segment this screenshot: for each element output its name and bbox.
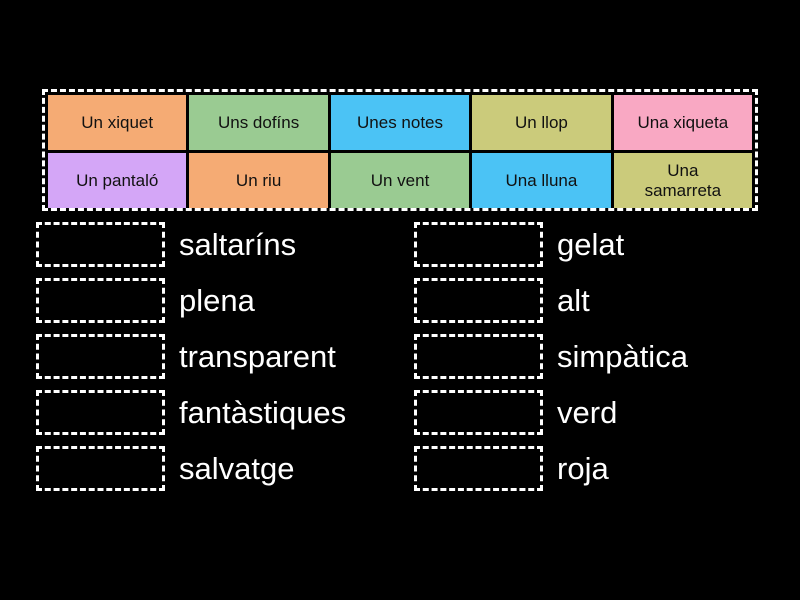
answer-word: simpàtica: [557, 339, 688, 374]
word-tile[interactable]: Unes notes: [330, 95, 470, 150]
word-bank-row-1: Un xiquet Uns dofíns Unes notes Un llop …: [48, 95, 753, 150]
word-tile[interactable]: Un riu: [189, 153, 328, 208]
answer-row: roja: [414, 446, 800, 491]
word-tile[interactable]: Un vent: [330, 153, 470, 208]
word-tile[interactable]: Un xiquet: [48, 95, 187, 150]
answer-row: salvatge: [36, 446, 426, 491]
answer-word: transparent: [179, 339, 336, 374]
drop-zone[interactable]: [36, 390, 165, 435]
word-tile[interactable]: Un llop: [472, 95, 611, 150]
drop-zone[interactable]: [36, 334, 165, 379]
word-bank-row-2: Un pantaló Un riu Un vent Una lluna Una …: [48, 153, 753, 208]
answer-row: alt: [414, 278, 800, 323]
answer-word: plena: [179, 283, 255, 318]
answer-column-left: saltaríns plena transparent fantàstiques…: [36, 222, 426, 502]
answer-word: saltaríns: [179, 227, 297, 262]
answer-word: roja: [557, 451, 609, 486]
drop-zone[interactable]: [414, 446, 543, 491]
drop-zone[interactable]: [36, 446, 165, 491]
drop-zone[interactable]: [36, 278, 165, 323]
answer-row: plena: [36, 278, 426, 323]
answer-row: verd: [414, 390, 800, 435]
answer-row: transparent: [36, 334, 426, 379]
answer-row: fantàstiques: [36, 390, 426, 435]
answer-word: alt: [557, 283, 590, 318]
drop-zone[interactable]: [414, 390, 543, 435]
answer-row: saltaríns: [36, 222, 426, 267]
word-tile[interactable]: Un pantaló: [48, 153, 187, 208]
answer-row: simpàtica: [414, 334, 800, 379]
word-bank-container: Un xiquet Uns dofíns Unes notes Un llop …: [42, 89, 758, 211]
drop-zone[interactable]: [36, 222, 165, 267]
answer-word: gelat: [557, 227, 625, 262]
answer-word: fantàstiques: [179, 395, 347, 430]
answer-row: gelat: [414, 222, 800, 267]
word-tile[interactable]: Una lluna: [472, 153, 611, 208]
drop-zone[interactable]: [414, 278, 543, 323]
word-tile[interactable]: Una samarreta: [613, 153, 753, 208]
answer-word: salvatge: [179, 451, 295, 486]
drop-zone[interactable]: [414, 334, 543, 379]
answer-column-right: gelat alt simpàtica verd roja: [414, 222, 800, 502]
word-tile[interactable]: Una xiqueta: [613, 95, 753, 150]
drop-zone[interactable]: [414, 222, 543, 267]
answer-word: verd: [557, 395, 618, 430]
answer-area: saltaríns plena transparent fantàstiques…: [0, 222, 800, 522]
word-tile[interactable]: Uns dofíns: [189, 95, 328, 150]
